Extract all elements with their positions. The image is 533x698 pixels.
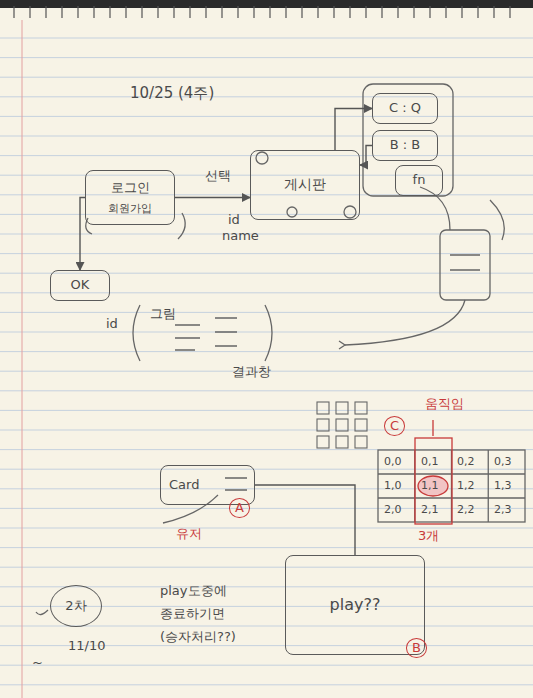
node-text: play?? (330, 595, 381, 615)
play-box: play?? (285, 555, 425, 655)
connector (175, 197, 250, 198)
small-box: B : B (372, 130, 438, 161)
note-label: 선택 (205, 168, 231, 184)
connector (335, 109, 372, 151)
note-label: 결과창 (232, 364, 271, 380)
note-label: 2,3 (494, 503, 512, 516)
board-box: 게시판 (250, 150, 360, 220)
note-label: 0,2 (457, 455, 475, 468)
node-text: 회원가입 (108, 202, 152, 216)
note-label: 0,1 (421, 455, 439, 468)
card-box: Card (160, 465, 255, 505)
note-label: 2,0 (384, 503, 402, 516)
node-text: B : B (390, 137, 420, 153)
callout-letter: C (384, 416, 405, 436)
note-label: id (228, 212, 240, 228)
note-label: 1,3 (494, 479, 512, 492)
small-box: C : Q (372, 93, 438, 124)
note-label: name (222, 228, 259, 244)
note-label: 2,2 (457, 503, 475, 516)
note-label: 종료하기면 (160, 606, 225, 622)
callout-letter: A (229, 498, 250, 518)
note-label: (승자처리??) (160, 629, 236, 645)
note-label: id (106, 316, 118, 332)
note-label: play도중에 (160, 583, 227, 599)
connector (255, 485, 355, 555)
note-label: 1,1 (421, 479, 439, 492)
note-label: 그림 (150, 306, 176, 322)
node-text: 로그인 (111, 180, 150, 196)
login-box: 로그인회원가입 (85, 170, 175, 225)
callout-letter: B (406, 638, 427, 658)
title: 10/25 (4주) (130, 84, 214, 102)
connector (360, 146, 372, 166)
node-text: 2차 (65, 598, 86, 614)
node-text: C : Q (389, 100, 421, 116)
note-label: 1,2 (457, 479, 475, 492)
note-label: 0,3 (494, 455, 512, 468)
note-label: 움직임 (425, 396, 464, 412)
note-label: ~ (32, 655, 43, 671)
small-box: fn (395, 165, 443, 196)
note-label: 1,0 (384, 479, 402, 492)
note-label: 유저 (176, 526, 202, 542)
node-text: OK (71, 277, 90, 293)
note-label: 0,0 (384, 455, 402, 468)
ok-box: OK (50, 270, 110, 301)
stage-circle: 2차 (50, 585, 102, 627)
note-label: 3개 (418, 528, 439, 544)
note-label: 2,1 (421, 503, 439, 516)
node-text: 게시판 (284, 176, 326, 194)
node-text: fn (413, 172, 426, 188)
node-text: Card (169, 477, 199, 493)
note-label: 11/10 (68, 638, 105, 654)
